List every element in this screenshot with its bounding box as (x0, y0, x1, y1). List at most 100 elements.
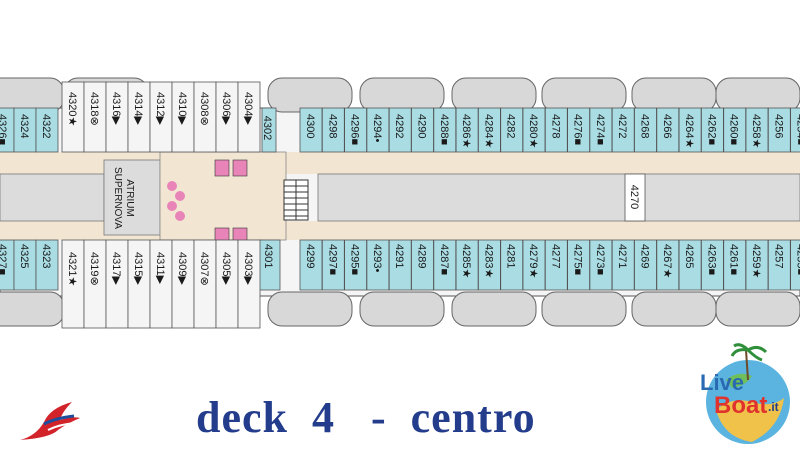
cabin-label: 4279★ (527, 244, 539, 278)
carnival-logo (20, 402, 80, 440)
cabin-label: 4300 (304, 114, 316, 138)
cabin: 4278 (544, 107, 568, 153)
cabin-label: 4281 (505, 244, 517, 268)
cabin-label: 4289 (416, 244, 428, 268)
cabin-label: 4283★ (482, 244, 494, 278)
cabin-label: 4312▶ (154, 92, 166, 125)
cabin: 4318⊗ (83, 81, 107, 153)
cabin: 4316▶ (105, 81, 129, 153)
lifeboat (541, 77, 627, 113)
cabin: 4271 (611, 239, 635, 291)
lifeboat (359, 291, 445, 327)
cabin: 4259★ (745, 239, 769, 291)
cabin-label: 4319⊗ (88, 252, 100, 286)
cabin: 4275■ (567, 239, 590, 291)
cabin-label: 4256 (772, 114, 784, 138)
cabin: 4286★ (455, 107, 479, 153)
cabin: 4317▶ (105, 239, 129, 329)
cabin: 4258★ (745, 107, 769, 153)
cabins-top-inner-row: 4320★4318⊗4316▶ 4314▶4312▶ 4310▶4308⊗ 4306▶… (61, 81, 261, 153)
cabin-4270: 4270 (624, 173, 646, 222)
cabin-label: 4263■ (705, 244, 717, 275)
cabin-label: 4316▶ (110, 92, 122, 125)
cabin-label: 4315▶ (132, 252, 144, 285)
cabin-label: 4255■ (795, 244, 800, 275)
cabin-label: 4294• (371, 114, 383, 142)
cabin: 4288■ (433, 107, 457, 153)
cabin: 4277 (544, 239, 568, 291)
cabin: 4310▶ (171, 81, 195, 153)
cabin-label: 4290 (416, 114, 428, 138)
cabin: 4321★ (61, 239, 85, 329)
lifeboat (359, 77, 445, 113)
cabin-label: 4298 (326, 114, 338, 138)
cabin: 4255■ (790, 239, 800, 291)
cabin: 4285★ (455, 239, 479, 291)
cabin: 4314▶ (127, 81, 151, 153)
cabin: 4260■ (723, 107, 747, 153)
cabin: 4312▶ (149, 81, 173, 153)
lifeboats (0, 77, 800, 327)
cabin-label: 4301 (262, 244, 274, 268)
cabin-label: 4302 (261, 116, 273, 140)
cabin-label: 4291 (393, 244, 405, 268)
lifeboat (541, 291, 627, 327)
cabin-label: 4275■ (572, 244, 584, 275)
cabin: 4306▶ (215, 81, 239, 153)
cabin-label: 4287■ (438, 244, 450, 275)
cabin: 4296■ (344, 107, 368, 153)
cabin-label: 4267★ (661, 244, 673, 278)
cabin-label: 4259★ (750, 244, 762, 278)
cabin-4302: 4302 (261, 107, 277, 153)
cabin-label: 4268 (639, 114, 651, 138)
cabin: 4281 (500, 239, 524, 291)
cabin: 4261■ (723, 239, 747, 291)
cabin-label: 4324 (18, 114, 30, 138)
cabin: 4320★ (61, 81, 85, 153)
cabin: 4293• (366, 239, 390, 291)
cabin-label: 4262■ (705, 114, 717, 145)
cabin: 4290 (411, 107, 434, 153)
atrium-left-block (103, 159, 161, 236)
lifeboat (267, 77, 353, 113)
cabin: 4297■ (321, 239, 345, 291)
cabins-bottom-inner-row: 4321★4319⊗4317▶4315▶4311▶4309▶4307⊗4305▶… (61, 239, 261, 329)
cabin: 4257 (767, 239, 791, 291)
cabin-label: 4266 (661, 114, 673, 138)
cabin-label: 4305▶ (220, 252, 232, 285)
cabin: 4272 (611, 107, 635, 153)
cabin-label: 4272 (616, 114, 628, 138)
cabin: 4295■ (344, 239, 368, 291)
cabin-label: 4286★ (460, 114, 472, 148)
cabin: 4289 (411, 239, 434, 291)
cabin: 4324 (13, 107, 37, 153)
cabin: 4301 (257, 239, 281, 291)
cabin-label: 4311▶ (154, 252, 166, 285)
cabin-label: 4295■ (349, 244, 361, 275)
cabin: 4256 (767, 107, 791, 153)
stairs (283, 179, 309, 221)
logo-text-live: Live (700, 370, 745, 395)
atrium-label-line2: ATRIUM (124, 179, 135, 217)
cabin-label: 4293• (371, 244, 383, 272)
logo-text-it: .it (768, 400, 779, 414)
cabin: 4267★ (656, 239, 680, 291)
cabin-label: 4276■ (572, 114, 584, 145)
cabin: 4262■ (701, 107, 724, 153)
cabin-label: 4285★ (460, 244, 472, 278)
central-service-left (0, 173, 105, 222)
cabin: 4327■ (0, 239, 15, 291)
lifeboat (267, 291, 353, 327)
cabin: 4287■ (433, 239, 457, 291)
cabin-label: 4297■ (326, 244, 338, 275)
cabin-label: 4292 (393, 114, 405, 138)
cabin: 4304▶ (237, 81, 261, 153)
central-service-right (317, 173, 800, 222)
cabin-label: 4308⊗ (198, 92, 210, 126)
cabin: 4263■ (701, 239, 724, 291)
cabin-label: 4327■ (0, 244, 8, 275)
cabin: 4282 (500, 107, 524, 153)
atrium-label-line1: SUPERNOVA (112, 167, 123, 229)
